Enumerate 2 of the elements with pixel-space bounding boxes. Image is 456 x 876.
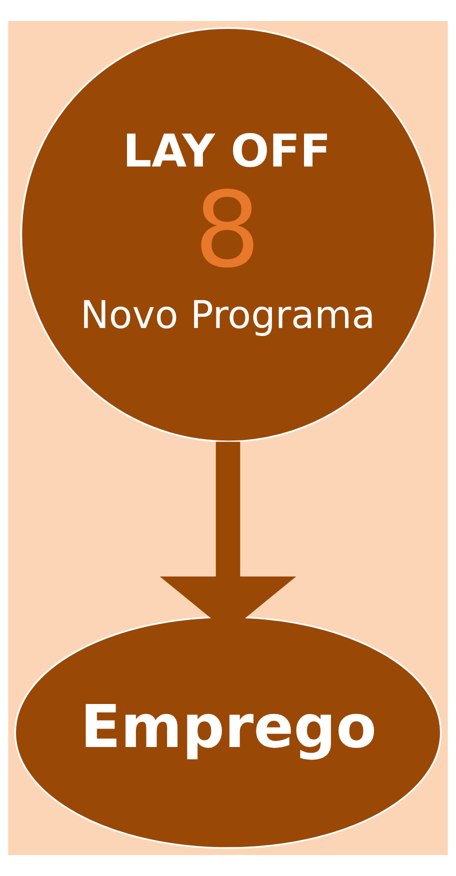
node-ellipse: Emprego [14,616,442,849]
node-circle: LAY OFF 8 Novo Programa [20,27,436,442]
